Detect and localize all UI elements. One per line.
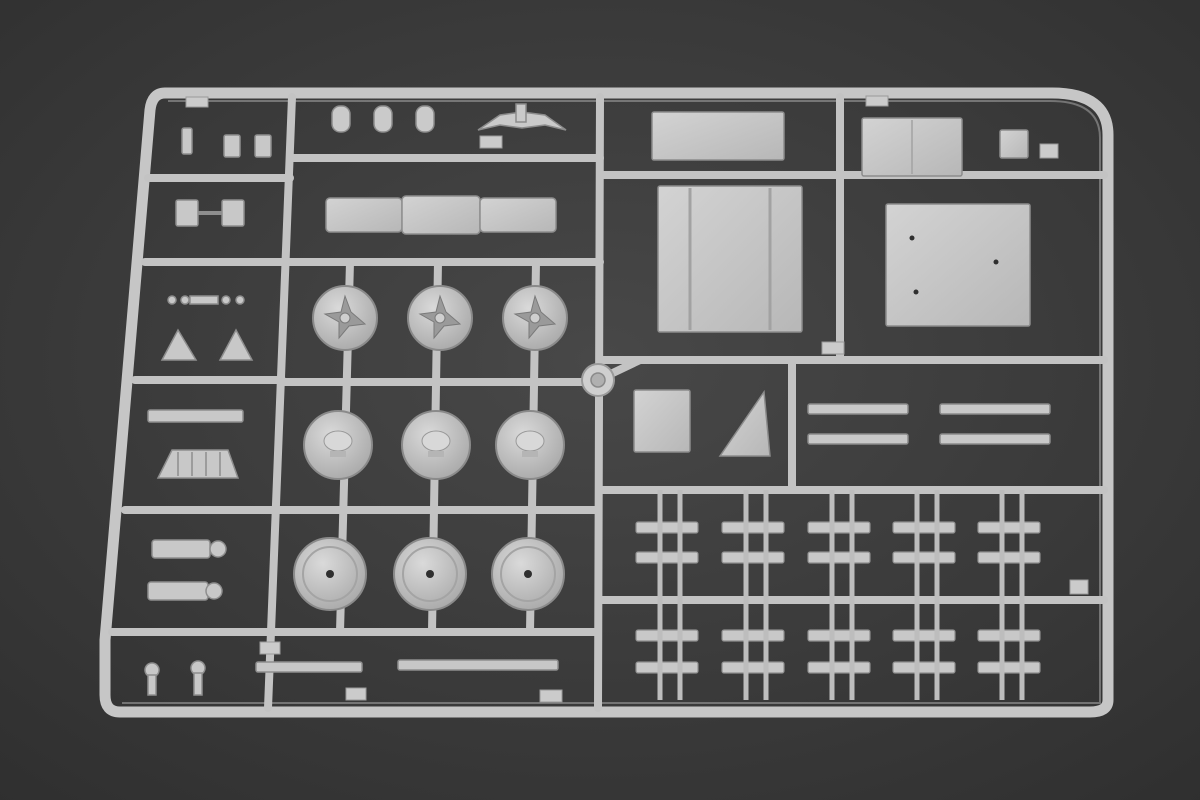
sprue-frame-shadow bbox=[122, 100, 1101, 704]
spoked-wheels-row bbox=[312, 285, 568, 351]
domed-hubs-row bbox=[303, 410, 565, 480]
top-pins bbox=[331, 103, 567, 133]
bottom-bars bbox=[255, 659, 559, 673]
sprue-frame bbox=[99, 87, 1114, 718]
pin-gates bbox=[657, 490, 1025, 700]
small-parts-left bbox=[144, 127, 272, 696]
center-hub bbox=[581, 363, 615, 397]
mid-plates bbox=[633, 389, 771, 457]
sprue-tabs bbox=[185, 95, 1089, 703]
flat-wheels-row bbox=[293, 537, 565, 611]
track-link-clusters bbox=[807, 403, 1051, 445]
curved-panels bbox=[325, 195, 557, 235]
panel-holes bbox=[909, 235, 999, 295]
large-panels bbox=[651, 111, 1031, 333]
